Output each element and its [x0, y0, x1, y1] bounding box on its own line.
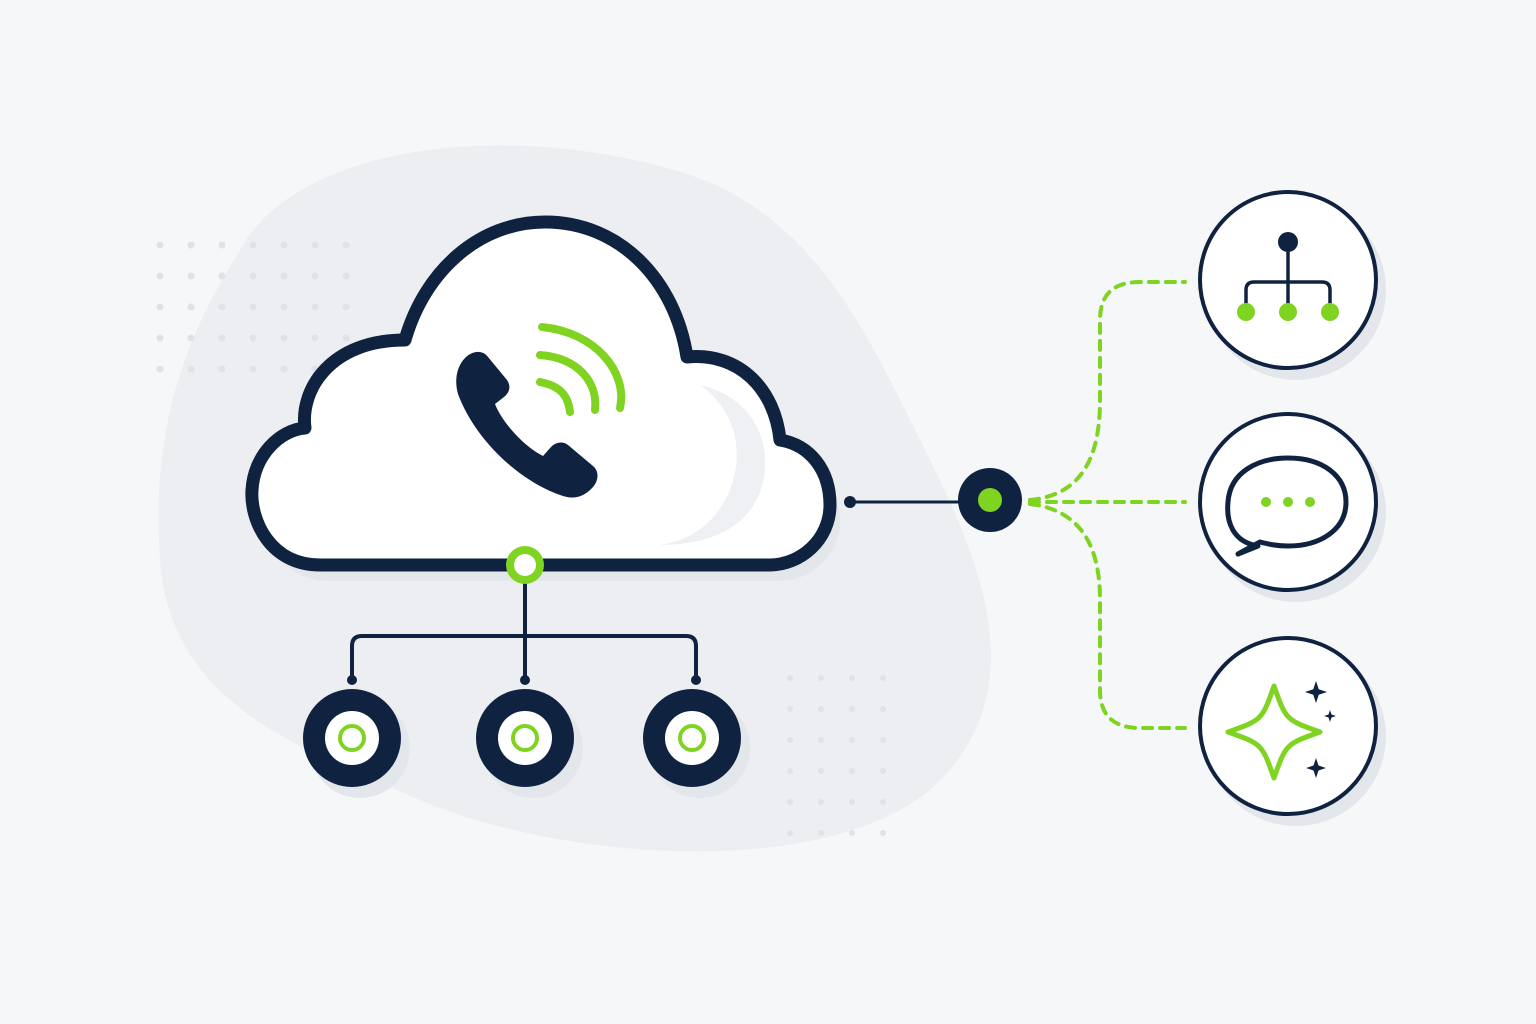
hierarchy-routing-icon	[1198, 190, 1386, 380]
signal-waves-icon	[536, 323, 626, 416]
cloud-shape	[245, 215, 837, 572]
endpoint-node-icon	[476, 689, 583, 798]
cloud-port-center	[514, 554, 536, 576]
connector-dot	[691, 675, 701, 685]
endpoint-node-icon	[643, 689, 750, 798]
phone-handset-icon	[456, 351, 598, 498]
cloud-inner-shade	[660, 385, 766, 545]
dot-grid-decoration	[156, 241, 350, 373]
junction-node-icon	[958, 468, 1022, 532]
chat-bubble-icon	[1198, 412, 1386, 602]
junction-to-services-connector	[1028, 280, 1187, 730]
connector-dot	[844, 496, 856, 508]
sparkle-ai-icon	[1198, 636, 1386, 826]
connector-dot	[347, 675, 357, 685]
cloud-to-nodes-connector	[350, 580, 698, 680]
cloud-phone-icon	[245, 215, 837, 572]
endpoint-node-icon	[303, 689, 410, 798]
dot-grid-decoration	[787, 675, 886, 836]
connector-dot	[520, 675, 530, 685]
